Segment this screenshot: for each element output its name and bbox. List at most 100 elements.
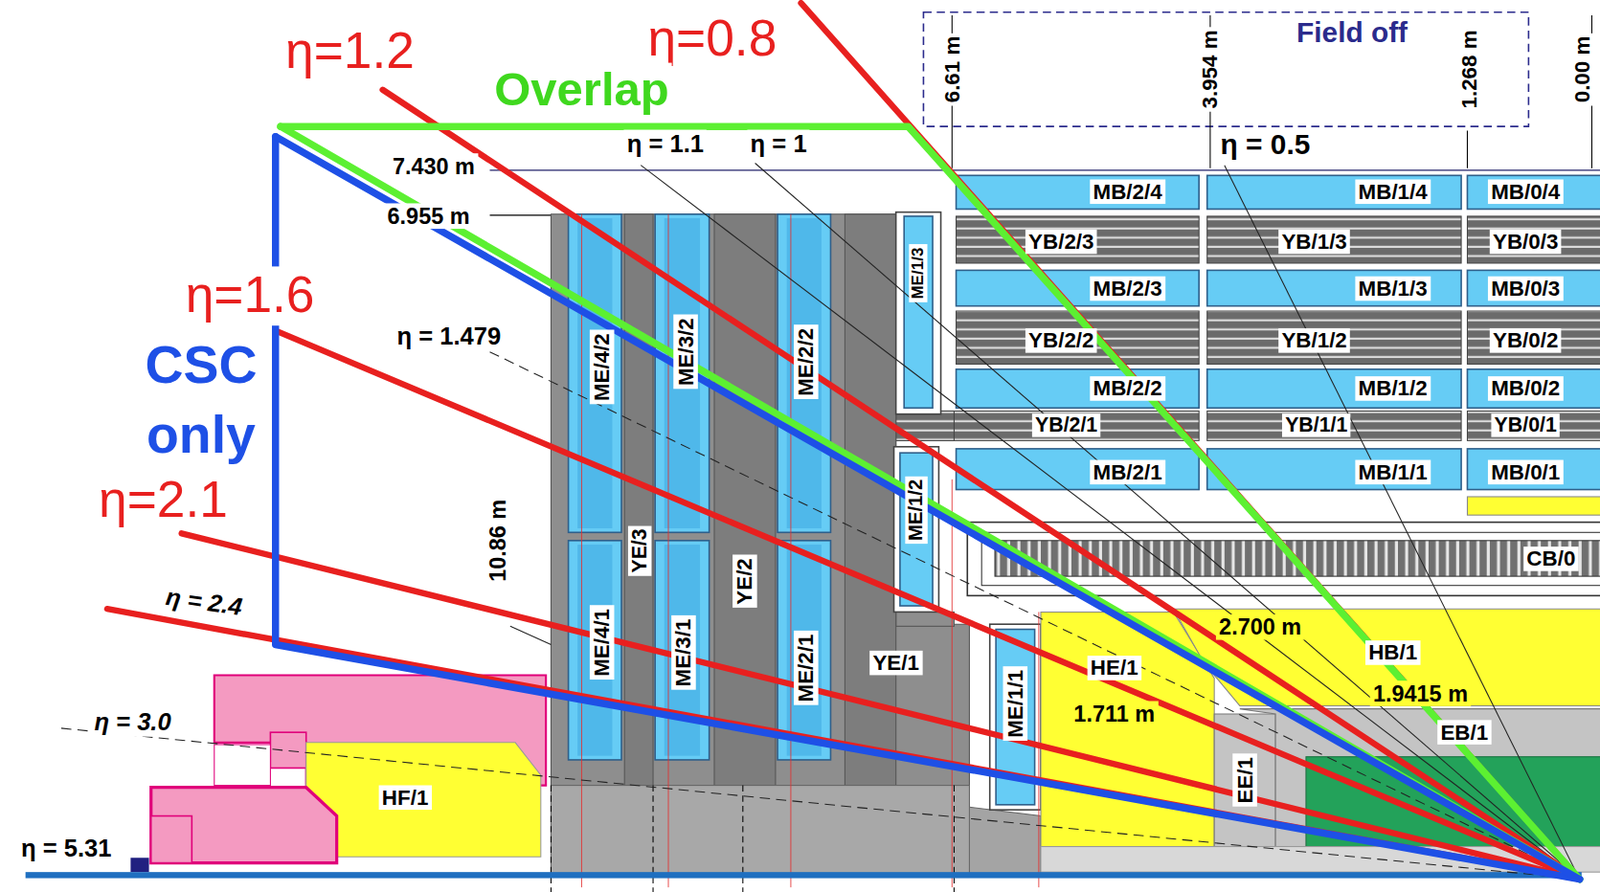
detector-part: YB/2/1 [956, 410, 1200, 441]
part-label: CB/0 [1523, 546, 1578, 572]
frame-lines [490, 214, 557, 216]
detector-part: MB/0/2 [1466, 369, 1600, 408]
part-label: ME/3/1 [671, 615, 697, 690]
part-label: ME/1/3 [908, 244, 928, 302]
part-label: YB/1/2 [1278, 328, 1351, 354]
barrel-chambers [956, 369, 1200, 408]
detector-part: YB/1/2 [1207, 311, 1462, 364]
eta-thin-lines [61, 163, 1580, 880]
part-label: HF/1 [379, 786, 432, 812]
part-label: ME/1/2 [904, 476, 927, 545]
detector-part: MB/1/2 [1207, 369, 1462, 408]
detector-part: YB/0/3 [1466, 216, 1600, 264]
endcap-chambers [903, 216, 933, 408]
part-label: HE/1 [1087, 655, 1142, 681]
dimension-label: 1.268 m [1457, 26, 1483, 113]
detector-part: ME/1/3 [896, 212, 942, 415]
detector-part: YE/2 [714, 214, 776, 787]
part-label: ME/4/2 [589, 330, 615, 405]
detector-part: YB/2/2 [956, 311, 1200, 364]
endcap-yoke [550, 214, 1041, 879]
endcap-yoke [624, 214, 654, 787]
part-label: YB/1/3 [1278, 229, 1351, 255]
detector-part: MB/2/4 [956, 175, 1200, 209]
forward-calorimeter [130, 857, 149, 873]
part-label: MB/1/2 [1354, 376, 1431, 402]
part-label: YB/0/1 [1490, 413, 1560, 438]
part-label: MB/2/2 [1089, 376, 1166, 402]
calorimeters [1214, 714, 1276, 848]
eta-label: η=0.8 [644, 9, 780, 68]
region-label: CSC only [130, 331, 271, 470]
part-label: HB/1 [1365, 640, 1420, 666]
detector-part: MB/0/4 [1466, 175, 1600, 209]
frame-lines [1466, 130, 1468, 168]
part-label: MB/0/4 [1487, 179, 1564, 204]
barrel-yoke [1466, 216, 1600, 264]
barrel-chambers [956, 449, 1200, 491]
part-label: ME/2/1 [793, 630, 819, 705]
part-label: MB/1/4 [1354, 179, 1431, 204]
part-label: MB/1/1 [1354, 460, 1431, 486]
endcap-chambers [896, 212, 942, 415]
dimension-label: 0.00 m [1570, 32, 1596, 106]
endcap-chambers [777, 214, 831, 533]
eta-boundaries [107, 2, 1580, 879]
barrel-chambers [956, 175, 1200, 209]
eta-boundaries [275, 136, 1580, 880]
part-label: ME/2/2 [793, 325, 819, 400]
part-label: ME/4/1 [589, 606, 615, 680]
part-label: YB/0/2 [1489, 328, 1562, 354]
endcap-yoke [550, 214, 970, 879]
endcap-yoke [714, 214, 776, 787]
detector-part: ME/1/2 [894, 447, 940, 613]
detector-part: CB/0 [994, 540, 1600, 577]
part-label: MB/0/1 [1487, 460, 1564, 486]
barrel-chambers [956, 270, 1200, 306]
part-label: YB/2/1 [1032, 413, 1102, 438]
eta-boundaries [181, 533, 1580, 879]
detector-part: MB/2/1 [956, 449, 1200, 491]
detector-part: EB/1 [1275, 709, 1600, 756]
detector-part: MB/1/3 [1207, 270, 1462, 306]
forward-calorimeter [151, 816, 193, 864]
detector-part: YB/2/3 [956, 216, 1200, 264]
detector-part: YB/0/2 [1466, 311, 1600, 364]
eta-thin-lines [510, 626, 552, 645]
detector-part: ME/2/1 [777, 540, 831, 761]
endcap-chambers [787, 218, 822, 529]
barrel-chambers [1466, 449, 1600, 491]
part-label: YE/2 [732, 555, 758, 609]
barrel-chambers [956, 175, 1600, 490]
part-label: EE/1 [1232, 754, 1258, 808]
dimension-label: 6.955 m [383, 202, 473, 229]
eta-label: η=2.1 [95, 471, 231, 530]
detector-part: ME/2/2 [777, 214, 831, 533]
barrel-chambers [1207, 175, 1462, 209]
eta-label: η = 2.4 [160, 582, 248, 622]
eta-label: η = 5.31 [18, 834, 115, 863]
dimension-label: 6.61 m [939, 32, 965, 106]
detector-part: YE/1 [844, 624, 957, 789]
barrel-chambers [1207, 369, 1462, 408]
endcap-chambers [664, 544, 700, 757]
detector-part: YB/1/1 [1207, 410, 1462, 441]
part-label: YB/2/2 [1025, 328, 1098, 354]
solenoid [1466, 496, 1600, 516]
endcap-chambers [664, 218, 700, 529]
calorimeters [1173, 608, 1600, 706]
eta-label: η = 1 [746, 130, 810, 158]
barrel-yoke [1207, 311, 1462, 364]
detector-part: MB/2/2 [956, 369, 1200, 408]
detector-part: YE/3 [624, 214, 654, 787]
endcap-chambers [900, 452, 933, 607]
barrel-yoke [892, 410, 1199, 441]
part-label: YB/0/3 [1489, 229, 1562, 255]
barrel-chambers [1207, 449, 1462, 491]
barrel-chambers [1207, 270, 1462, 306]
detector-part: HF/1 [306, 743, 541, 857]
dimension-label: 7.430 m [389, 153, 478, 180]
barrel-yoke [892, 216, 1600, 441]
eta-thin-lines [1224, 165, 1580, 880]
barrel-yoke [1466, 410, 1600, 441]
